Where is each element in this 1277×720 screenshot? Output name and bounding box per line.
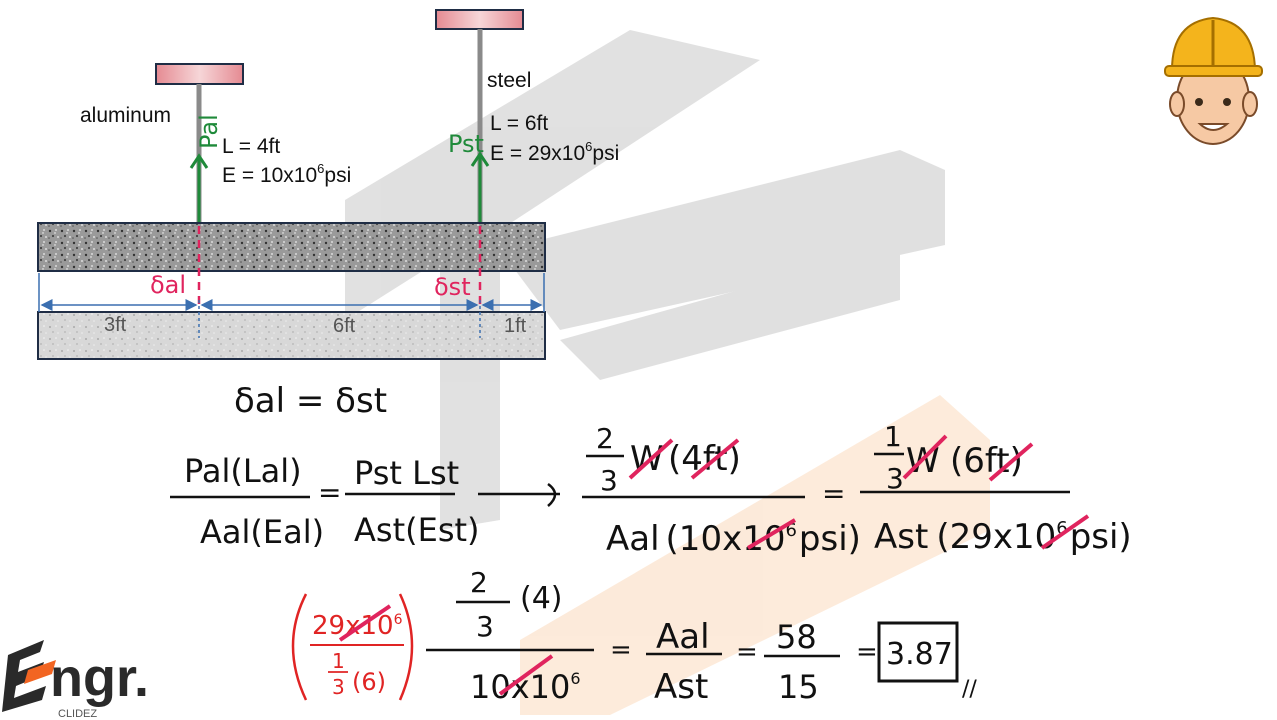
svg-text:=: = — [736, 637, 758, 667]
steel-support-plate — [435, 9, 524, 30]
logo-e-icon — [2, 640, 46, 712]
al-length: L = 4ft — [222, 135, 280, 158]
svg-text:2: 2 — [470, 566, 488, 599]
implies-arrow — [478, 482, 560, 507]
svg-text:29x106: 29x106 — [312, 611, 403, 641]
svg-text:15: 15 — [778, 668, 819, 706]
svg-text:Aal: Aal — [656, 617, 710, 657]
svg-text:3: 3 — [332, 675, 345, 699]
svg-text:1: 1 — [884, 420, 902, 453]
aluminum-support-plate — [155, 63, 244, 85]
end-mark: // — [962, 677, 977, 702]
svg-text:Ast(29x106psi): Ast(29x106psi) — [874, 517, 1132, 557]
svg-text:(6): (6) — [352, 668, 386, 696]
answer-box — [877, 621, 959, 683]
eq1-lhs-num: Pal(Lal) — [184, 452, 302, 490]
dim-3ft: 3ft — [104, 314, 127, 336]
engineer-avatar — [1164, 16, 1263, 145]
al-modulus: E = 10x106psi — [222, 161, 351, 187]
dimension-lines — [38, 273, 545, 338]
svg-text:3: 3 — [600, 464, 618, 497]
svg-text:10x106: 10x106 — [470, 668, 581, 706]
steel-label: steel — [487, 69, 531, 92]
delta-al-label: δal — [150, 271, 186, 299]
watermark — [345, 30, 990, 715]
svg-text:(4): (4) — [520, 581, 563, 616]
eq1-lhs-den: Aal(Eal) — [200, 513, 324, 551]
svg-text:Ast: Ast — [654, 667, 708, 707]
svg-text:3: 3 — [476, 610, 494, 643]
svg-text:3: 3 — [886, 462, 904, 495]
logo-subtext: CLIDEZ — [58, 708, 97, 720]
red-paren-right — [398, 593, 414, 701]
force-label-al: Pal — [195, 114, 223, 149]
engr-logo: ngr. CLIDEZ — [2, 640, 149, 720]
st-length: L = 6ft — [490, 112, 548, 135]
red-paren-left — [291, 593, 308, 701]
dim-6ft: 6ft — [333, 315, 356, 337]
svg-text:=: = — [856, 637, 878, 667]
answer-value: 3.87 — [886, 637, 953, 672]
delta-st-label: δst — [434, 273, 471, 301]
svg-text:58: 58 — [776, 618, 817, 656]
svg-text:=: = — [822, 477, 845, 510]
logo-text: ngr. — [50, 648, 149, 708]
eq1-rhs-den: Ast(Est) — [354, 511, 480, 549]
svg-text:=: = — [610, 635, 632, 665]
rigid-bar — [37, 222, 546, 272]
dim-1ft: 1ft — [504, 315, 527, 337]
rigid-bar-original — [37, 311, 546, 360]
force-arrow-al — [189, 153, 209, 222]
svg-text:2: 2 — [596, 422, 614, 455]
eq1-rhs-num: Pst Lst — [354, 454, 459, 492]
svg-text:1: 1 — [332, 649, 345, 673]
aluminum-label: aluminum — [80, 104, 171, 127]
force-label-st: Pst — [448, 130, 484, 158]
svg-text:Aal(10x106psi): Aal(10x106psi) — [606, 519, 861, 559]
compat-equation: δal = δst — [234, 381, 387, 421]
equations: δal = δst Pal(Lal) Aal(Eal) = Pst Lst As… — [170, 381, 1132, 707]
st-modulus: E = 29x106psi — [490, 139, 619, 165]
force-arrow-st — [470, 151, 490, 222]
svg-text:=: = — [318, 476, 341, 509]
